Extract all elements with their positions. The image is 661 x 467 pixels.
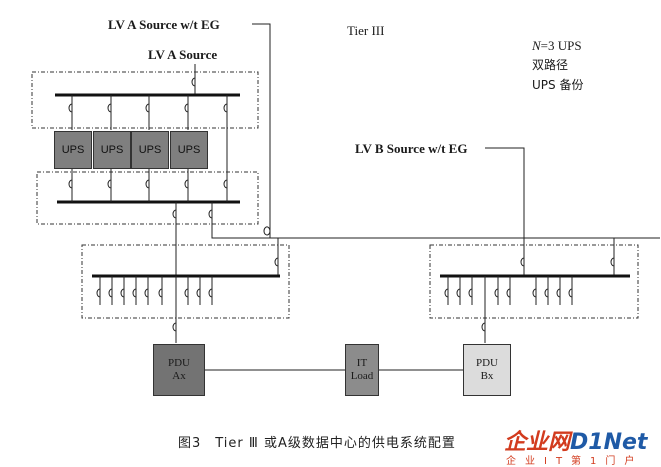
it-load-line1: IT <box>356 357 368 369</box>
ups-unit-2: UPS <box>93 131 131 169</box>
distribution-panel-b <box>429 244 639 319</box>
lv-a-eg-feed <box>252 23 660 239</box>
lv-b-eg-feed <box>485 147 615 276</box>
logo-word-blue: D1Net <box>570 430 648 455</box>
logo-tagline: 企业IT第1门户 <box>506 456 644 467</box>
ups-output-drops <box>68 167 228 202</box>
d1net-logo: 企业网D1Net 企业IT第1门户 <box>504 424 660 467</box>
distribution-panel-a <box>81 244 290 319</box>
distribution-b-branches <box>444 276 573 305</box>
ups-backup-note: UPS 备份 <box>532 78 584 92</box>
pdu-b-line2: Bx <box>480 370 494 382</box>
it-load-box: IT Load <box>345 344 379 396</box>
ups-unit-3: UPS <box>131 131 169 169</box>
distribution-a-to-pdu <box>172 276 177 343</box>
lv-b-eg-label: LV B Source w/t EG <box>355 141 468 156</box>
pdu-b-line1: PDU <box>475 357 498 369</box>
pdu-a-line2: Ax <box>172 370 186 382</box>
ups-to-dist-a-feeds <box>172 202 279 276</box>
lv-a-source-feed <box>191 64 196 95</box>
n-symbol: N <box>532 38 541 53</box>
lv-a-label: LV A Source <box>148 47 218 62</box>
ups-unit-4: UPS <box>170 131 208 169</box>
dual-path-note: 双路径 <box>532 58 569 72</box>
ups-input-panel <box>31 71 259 129</box>
pdu-a-box: PDU Ax <box>153 344 205 396</box>
figure-caption: 图3 Tier Ⅲ 或A级数据中心的供电系统配置 <box>178 436 456 451</box>
page-title: Tier III <box>347 23 385 38</box>
n-value: =3 UPS <box>540 38 582 53</box>
distribution-b-to-pdu <box>481 276 486 343</box>
redundancy-note: N=3 UPS <box>532 38 582 53</box>
lv-a-eg-label: LV A Source w/t EG <box>108 17 220 32</box>
pdu-a-line1: PDU <box>167 357 190 369</box>
distribution-a-branches <box>96 276 213 305</box>
logo-word-red: 企业网 <box>504 430 571 455</box>
logo-wordmark: 企业网D1Net <box>504 424 647 456</box>
pdu-b-box: PDU Bx <box>463 344 511 396</box>
ups-output-panel <box>36 171 259 225</box>
it-load-line2: Load <box>350 370 374 382</box>
ups-input-drops <box>68 95 228 175</box>
ups-unit-1: UPS <box>54 131 92 169</box>
